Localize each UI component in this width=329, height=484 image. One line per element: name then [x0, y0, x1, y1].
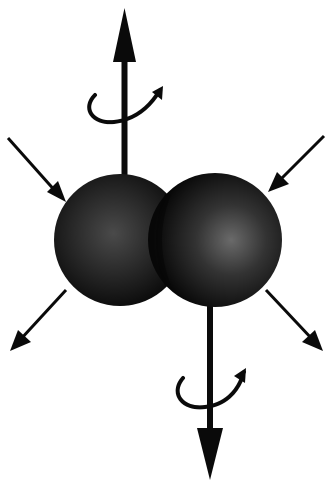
right-sphere	[148, 173, 282, 307]
outgoing-arrow-right	[266, 290, 323, 351]
outgoing-arrow-left	[10, 290, 66, 351]
incoming-arrow-left	[8, 138, 66, 202]
up-arrow	[113, 8, 136, 175]
sphere-pair	[54, 173, 282, 307]
incoming-arrow-right	[268, 136, 324, 192]
down-arrow	[197, 300, 223, 480]
